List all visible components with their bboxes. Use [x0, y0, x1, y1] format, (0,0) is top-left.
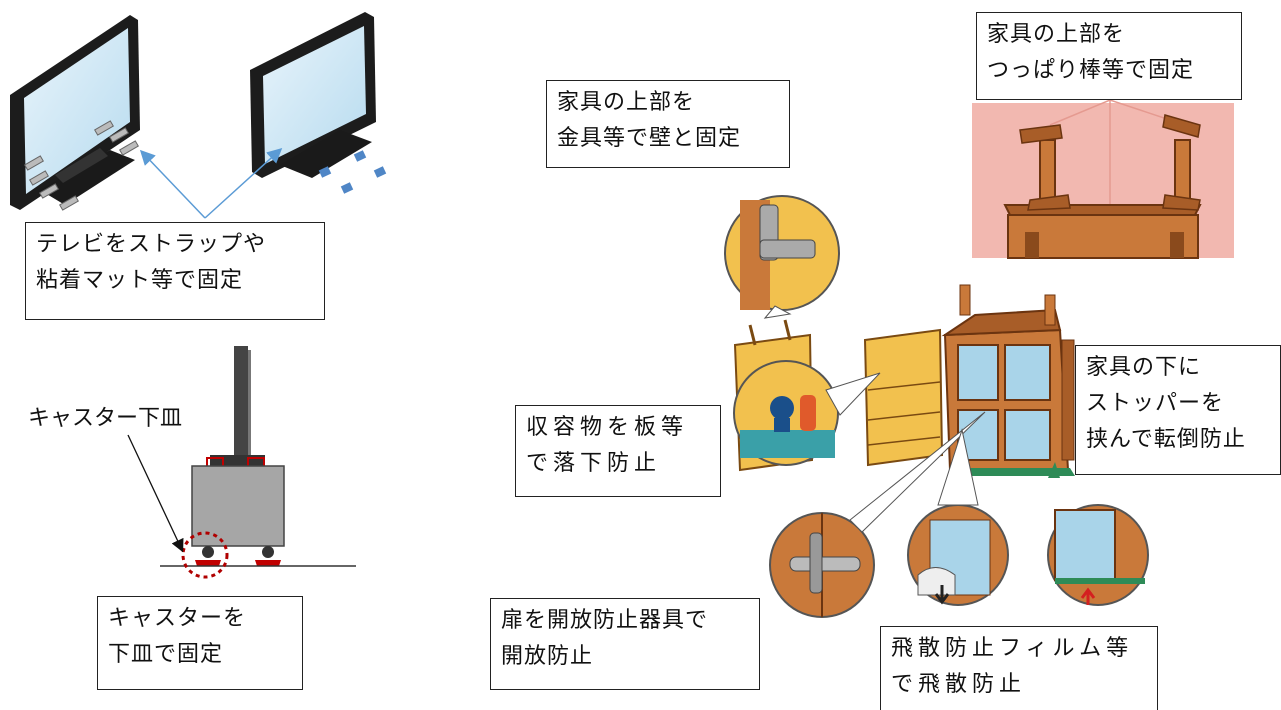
caster-fix-label-line2: 下皿で固定 [108, 642, 224, 667]
contents-label-box: 収容物を板等 で落下防止 [515, 405, 721, 497]
magnifier-film [907, 428, 1009, 606]
caster-fix-label-line1: キャスターを [108, 606, 247, 631]
film-label-line1: 飛散防止フィルム等 [891, 636, 1134, 661]
top-pole-label-line2: つっぱり棒等で固定 [987, 58, 1195, 83]
caster-fix-label-box: キャスターを 下皿で固定 [97, 596, 303, 690]
top-bracket-label-line1: 家具の上部を [557, 90, 696, 115]
magnifier-door-latch [769, 411, 986, 618]
top-bracket-label-line2: 金具等で壁と固定 [557, 126, 742, 151]
door-label-line2: 開放防止 [501, 644, 594, 669]
stopper-label-line2: ストッパーを [1086, 391, 1225, 416]
door-label-line1: 扉を開放防止器具で [501, 608, 709, 633]
stopper-label-line1: 家具の下に [1086, 355, 1202, 380]
tv-caster-stand-illustration [127, 346, 356, 579]
film-label-line2: で飛散防止 [891, 672, 1027, 697]
top-pole-label-line1: 家具の上部を [987, 22, 1126, 47]
tv-with-straps-illustration [10, 15, 140, 211]
contents-label-line1: 収容物を板等 [526, 415, 689, 440]
stopper-label-box: 家具の下に ストッパーを 挟んで転倒防止 [1075, 345, 1281, 475]
tv-fix-label-line2: 粘着マット等で固定 [36, 268, 244, 293]
magnifier-bracket [724, 195, 840, 319]
film-label-box: 飛散防止フィルム等 で飛散防止 [880, 626, 1158, 710]
tv-fix-label-line1: テレビをストラップや [36, 232, 267, 257]
magnifier-stopper [1047, 462, 1149, 606]
caster-tray-label: キャスター下皿 [28, 406, 183, 431]
magnifier-contents [733, 360, 881, 466]
tv-fix-label-box: テレビをストラップや 粘着マット等で固定 [25, 222, 325, 320]
tension-pole-illustration [972, 99, 1234, 259]
top-bracket-label-box: 家具の上部を 金具等で壁と固定 [546, 80, 790, 168]
top-pole-label-box: 家具の上部を つっぱり棒等で固定 [976, 12, 1242, 100]
tv-with-mats-illustration [250, 12, 387, 194]
tv-arrows [139, 147, 283, 219]
door-label-box: 扉を開放防止器具で 開放防止 [490, 598, 760, 690]
stopper-label-line3: 挟んで転倒防止 [1086, 427, 1246, 452]
contents-label-line2: で落下防止 [526, 451, 662, 476]
